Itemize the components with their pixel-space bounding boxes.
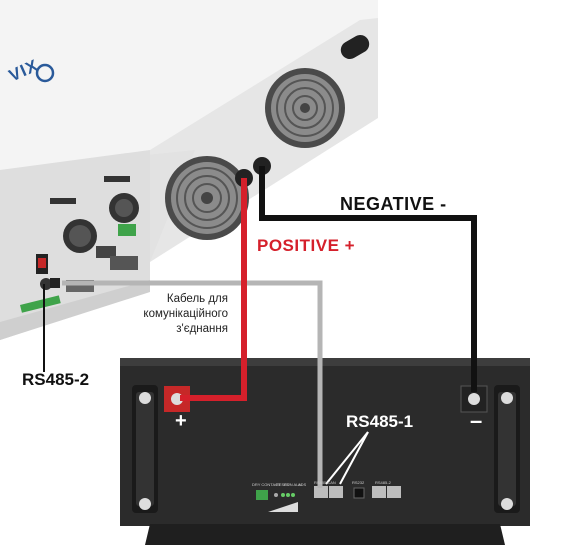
rs485-2-label: RS485-2 xyxy=(22,370,90,389)
fan-right xyxy=(265,68,345,148)
cable-label-line-2: комунікаційного xyxy=(143,308,228,320)
panel-ads: ADS xyxy=(298,482,307,487)
positive-cable xyxy=(180,178,247,401)
battery-unit xyxy=(120,358,530,545)
panel-rs485-can: RS485/CAN xyxy=(314,480,336,485)
negative-cable xyxy=(259,166,477,392)
panel-rs232: RS232 xyxy=(352,480,365,485)
fan-left xyxy=(165,156,249,240)
communication-cable xyxy=(62,280,323,488)
panel-dry-contact: DRY CONTACT xyxy=(252,482,281,487)
battery-minus-label: – xyxy=(470,408,483,433)
battery-plus-label: + xyxy=(175,410,187,432)
rs485-1-pointer xyxy=(325,431,369,485)
communication-cable-label: Кабель для комунікаційного з'єднання xyxy=(118,292,228,337)
cable-label-line-1: Кабель для xyxy=(166,293,228,305)
rs485-1-label: RS485-1 xyxy=(346,412,414,431)
panel-rs485-2: RS485-2 xyxy=(375,480,391,485)
panel-run-alm: RUN ALM xyxy=(284,482,302,487)
inverter-unit xyxy=(0,0,378,340)
panel-reset: RESET xyxy=(276,482,290,487)
positive-label: POSITIVE + xyxy=(257,236,356,255)
negative-label: NEGATIVE - xyxy=(340,194,447,214)
cable-label-line-3: з'єднання xyxy=(176,323,228,335)
